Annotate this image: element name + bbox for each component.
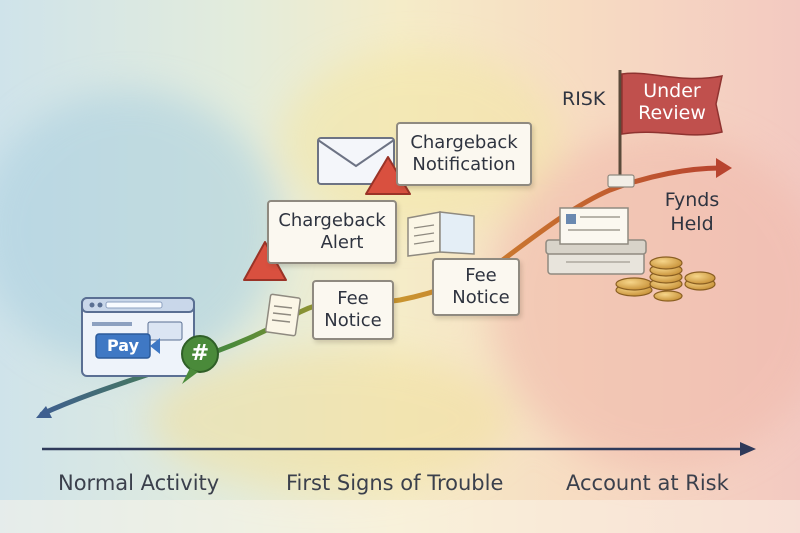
chargeback-notification-line2: Notification (412, 154, 516, 175)
risk-label: RISK (562, 88, 606, 110)
under-review-flag (607, 70, 723, 188)
chargeback-notification-line1: Chargeback (410, 132, 518, 153)
funds-held-label: Fynds Held (656, 188, 728, 236)
under-review-line2: Review (638, 102, 706, 124)
fee-notice-1-line2: Notice (324, 310, 382, 331)
chargeback-alert-line1: Chargeback (278, 210, 386, 231)
fee-notice-2-line1: Fee (465, 265, 497, 286)
stage-label-normal: Normal Activity (58, 471, 220, 495)
printer-illustration (545, 207, 647, 275)
fee-notice-1-line1: Fee (337, 288, 369, 309)
chargeback-alert-line2: Alert (320, 232, 364, 253)
booklet-icon (407, 211, 475, 257)
stage-label-risk: Account at Risk (566, 471, 729, 495)
under-review-text: Under Review (626, 80, 718, 124)
under-review-line1: Under (643, 80, 701, 102)
chargeback-alert-card: Chargeback Alert (267, 200, 397, 264)
funds-held-line2: Held (670, 213, 714, 235)
fee-notice-card-1: Fee Notice (312, 280, 394, 340)
timeline-axis (42, 442, 756, 456)
chargeback-notification-card: Chargeback Notification (396, 122, 532, 186)
pay-button: Pay (106, 336, 140, 355)
hash-symbol: # (190, 341, 210, 366)
funds-held-line1: Fynds (664, 189, 720, 211)
document-icon (265, 293, 301, 337)
hash-badge-icon (181, 335, 219, 384)
envelope-icon (317, 137, 395, 185)
coin-stacks-illustration (615, 256, 716, 302)
fee-notice-2-line2: Notice (452, 287, 510, 308)
stage-label-trouble: First Signs of Trouble (286, 471, 504, 495)
browser-window-illustration (81, 297, 195, 377)
fee-notice-card-2: Fee Notice (432, 258, 520, 316)
